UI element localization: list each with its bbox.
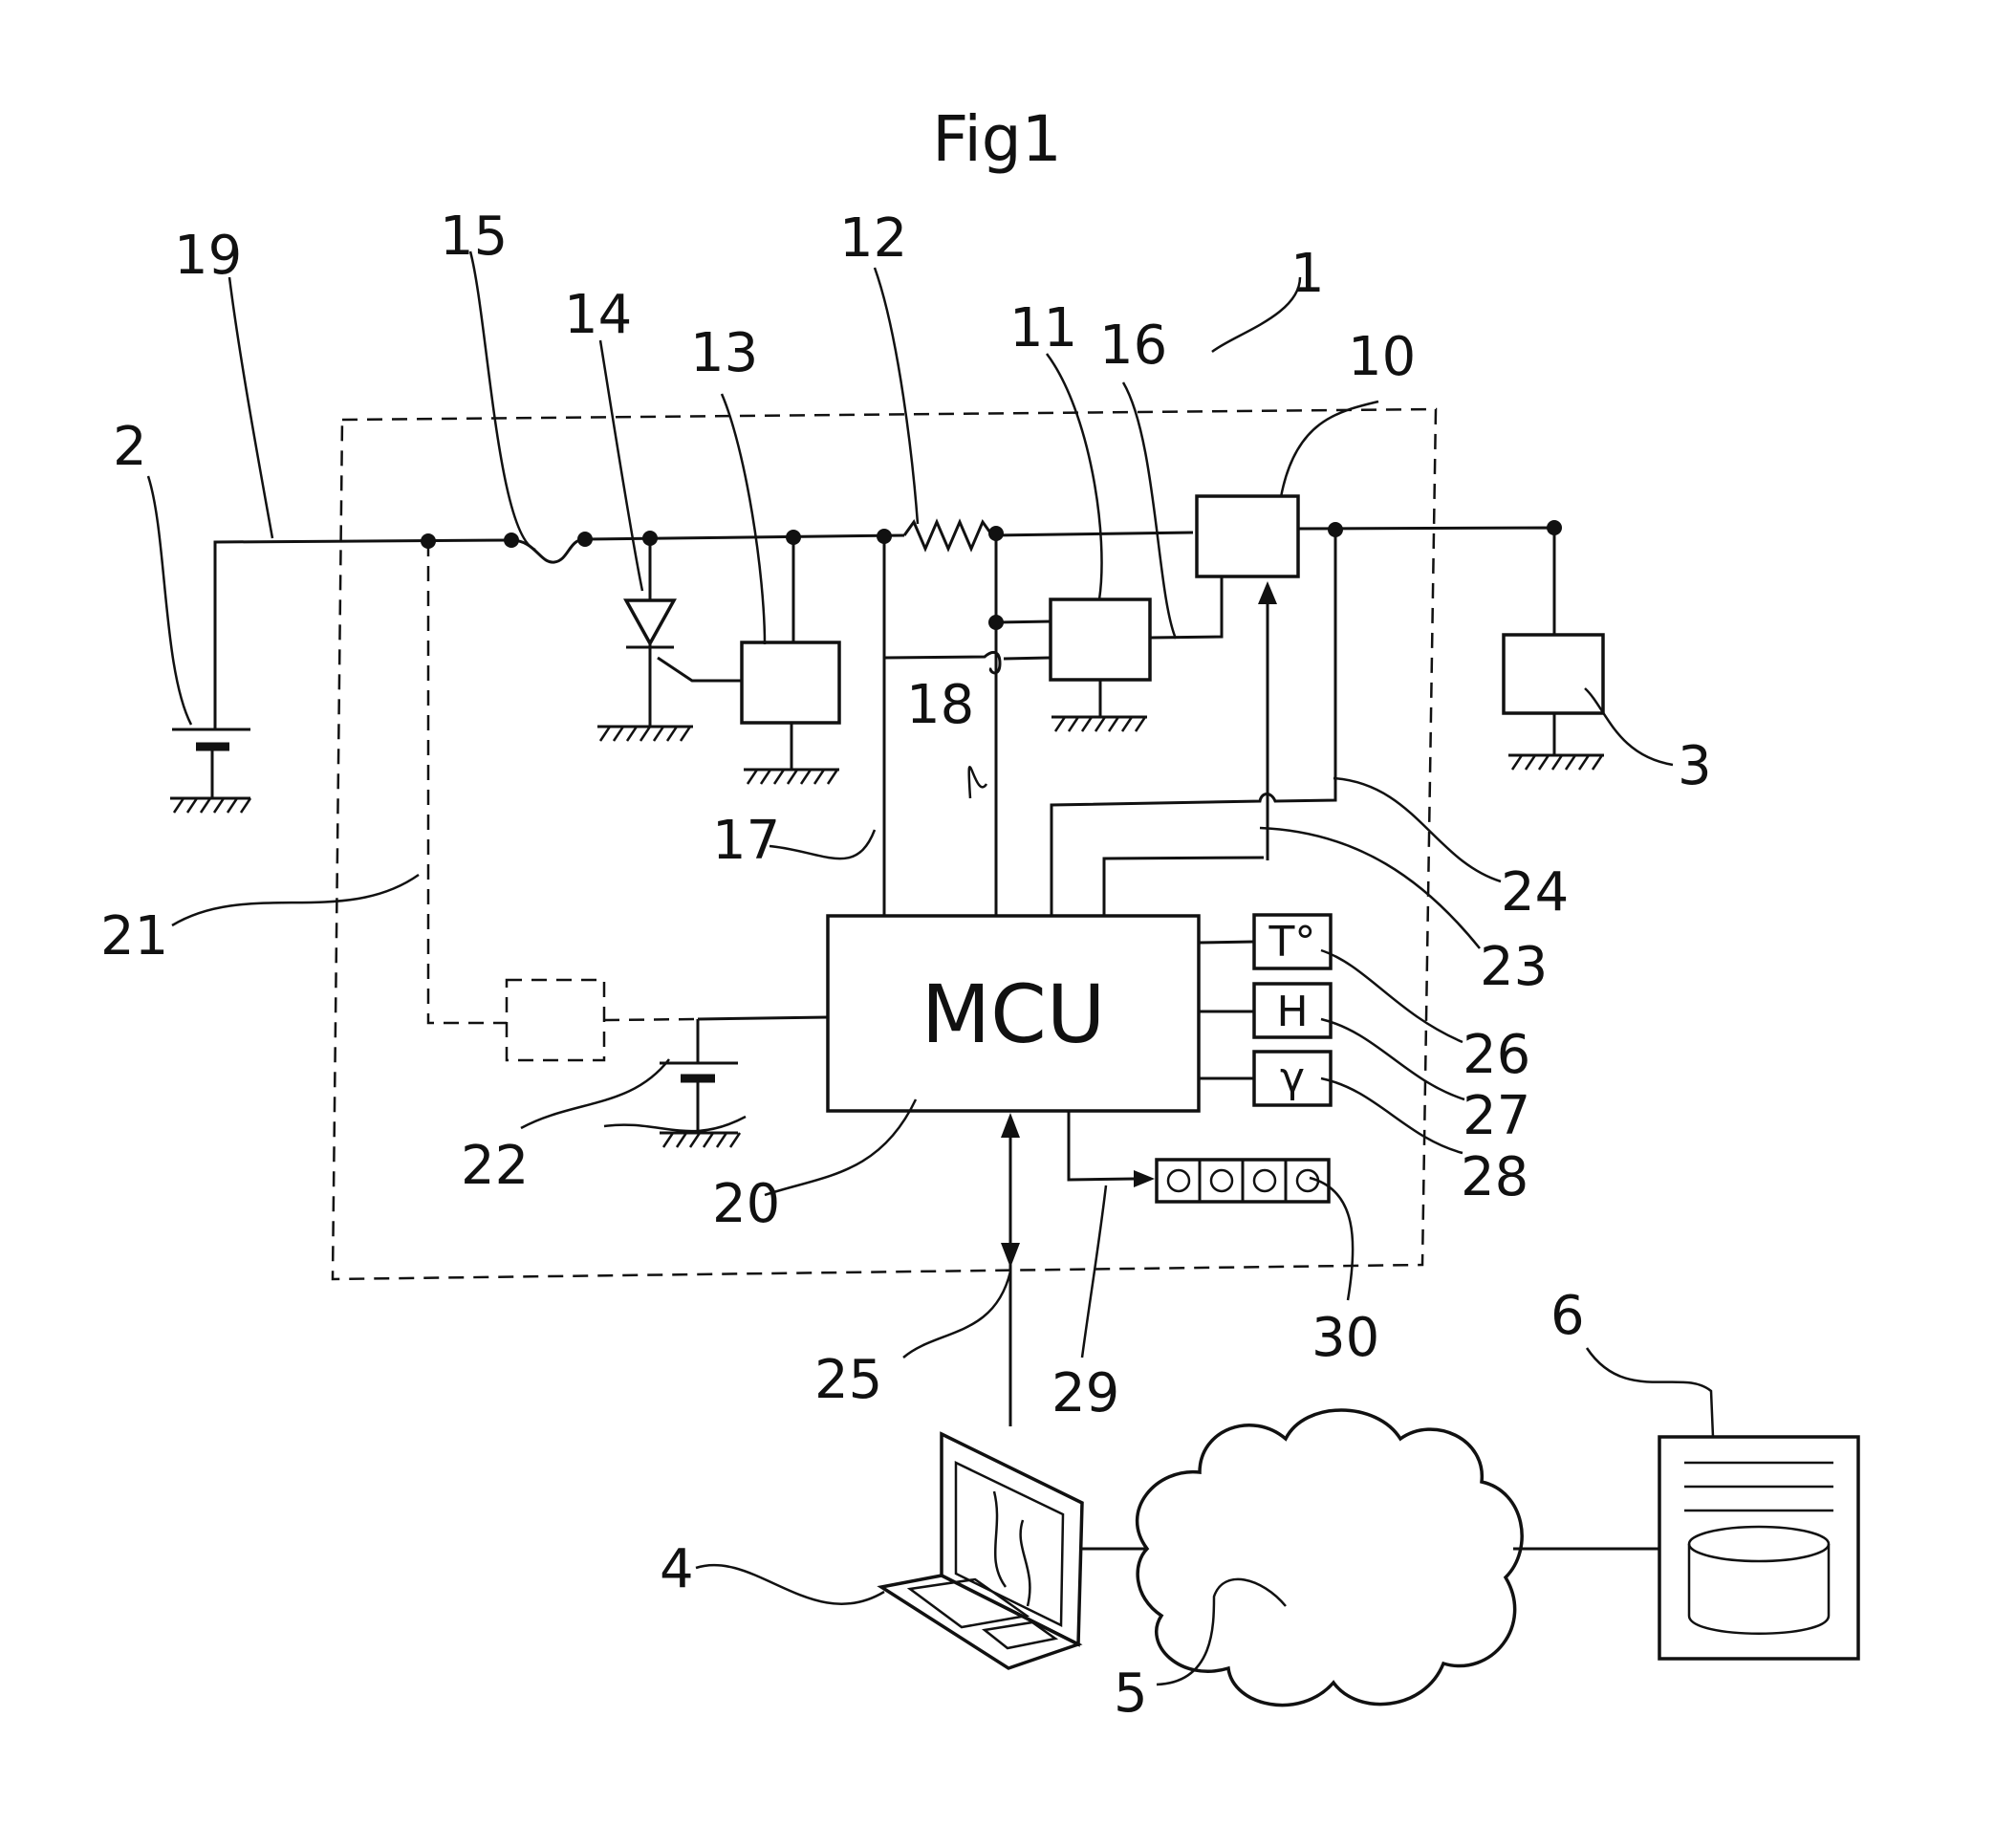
fuse-15: [510, 537, 586, 564]
resistor-12: [902, 518, 994, 553]
backup-line-21: [426, 541, 507, 1025]
backup-link: [603, 1017, 699, 1022]
ref-13: 13: [690, 322, 758, 384]
sensor-humidity: H: [1199, 982, 1333, 1039]
battery-2: [170, 728, 252, 814]
figure-title: Fig1: [932, 102, 1061, 176]
load-line: [1291, 526, 1556, 635]
sensor-gamma-label: γ: [1280, 1054, 1305, 1102]
ref-12: 12: [839, 207, 907, 270]
ref-11: 11: [1009, 297, 1077, 359]
ref-24: 24: [1501, 861, 1569, 924]
device-boundary: [331, 407, 1438, 1281]
supply-line: [213, 538, 512, 729]
backup-element: [505, 978, 606, 1062]
leader-lines: [146, 250, 1715, 1686]
network-cloud-5: [1135, 1408, 1524, 1707]
sensor-gamma: γ: [1199, 1050, 1333, 1107]
line-17-feed: [883, 650, 1051, 675]
switch-10: [1195, 494, 1300, 578]
arrow-29: [1134, 1170, 1155, 1187]
ref-4: 4: [660, 1538, 694, 1600]
ref-6: 6: [1550, 1285, 1585, 1347]
arrow-up-25: [1001, 1113, 1020, 1138]
reference-numerals: 2 19 15 14 13 12 11 16 1 10 3 17 18 21 2…: [100, 206, 1712, 1725]
laptop-4: [877, 1431, 1084, 1670]
ref-16: 16: [1099, 315, 1167, 377]
mcu-input-line: [697, 1015, 830, 1021]
ref-22: 22: [461, 1135, 529, 1197]
line-24: [1050, 529, 1337, 918]
load-3: [1502, 633, 1605, 771]
block-11: [994, 533, 1224, 916]
ref-26: 26: [1463, 1024, 1530, 1086]
sensor-temperature-label: T°: [1268, 918, 1316, 967]
sensor-humidity-label: H: [1276, 988, 1308, 1036]
server-6: [1658, 1435, 1860, 1661]
ref-29: 29: [1051, 1362, 1119, 1424]
ref-15: 15: [440, 206, 508, 268]
mcu-block: [826, 914, 1201, 1113]
diode-14: [597, 538, 744, 742]
ref-30: 30: [1311, 1307, 1379, 1369]
mcu-label: MCU: [921, 967, 1106, 1061]
ref-2: 2: [113, 416, 147, 478]
ref-19: 19: [174, 225, 242, 287]
junction-dots: [421, 520, 1562, 630]
ref-14: 14: [564, 284, 632, 346]
ref-28: 28: [1461, 1146, 1528, 1208]
battery-22: [660, 1019, 742, 1148]
bus-to-switch: [991, 531, 1194, 537]
sensor-temperature: T°: [1198, 913, 1333, 970]
line-23: [1102, 856, 1265, 916]
ref-23: 23: [1480, 936, 1548, 998]
arrow-down-25: [1001, 1243, 1020, 1268]
main-bus: [584, 533, 905, 541]
arrow-23: [1258, 581, 1277, 604]
ref-3: 3: [1678, 735, 1712, 797]
ref-20: 20: [712, 1173, 780, 1235]
line-29: [1067, 1111, 1135, 1182]
block-13: [740, 537, 841, 785]
ref-10: 10: [1348, 326, 1416, 388]
ref-27: 27: [1463, 1085, 1530, 1147]
ref-5: 5: [1114, 1663, 1148, 1725]
ref-21: 21: [100, 905, 168, 967]
ref-18: 18: [906, 674, 974, 736]
indicator-30: [1155, 1158, 1331, 1204]
ref-25: 25: [814, 1349, 882, 1411]
ref-1: 1: [1290, 243, 1325, 305]
ref-17: 17: [712, 810, 780, 872]
